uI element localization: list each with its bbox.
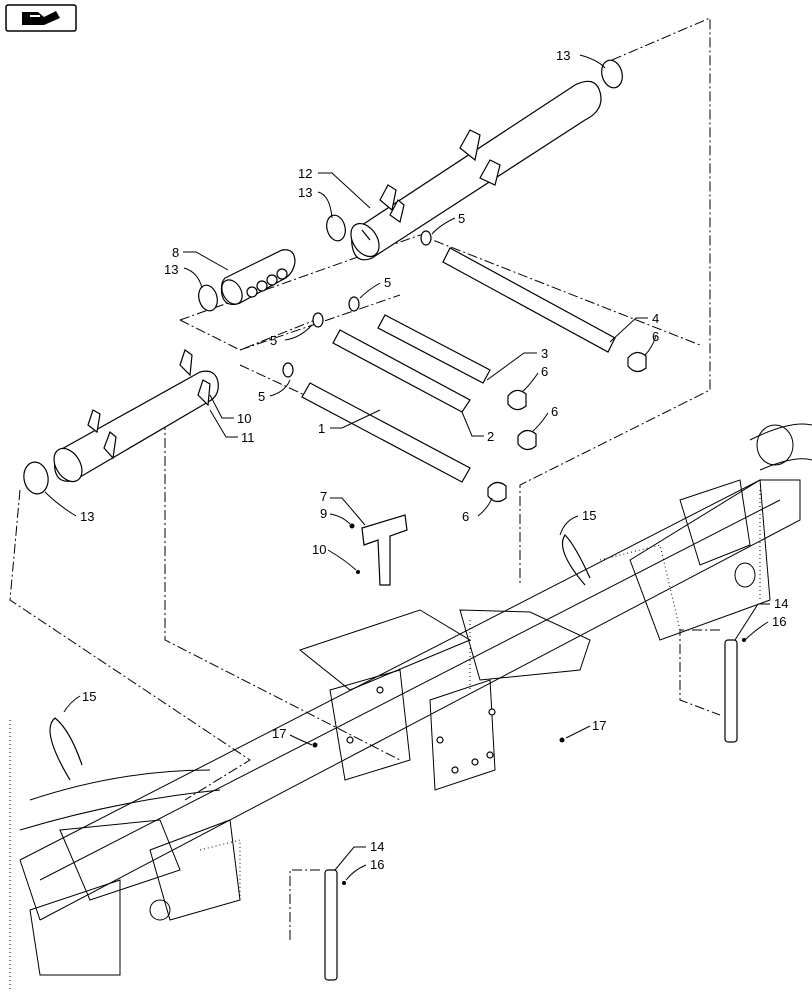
callout-6-b: 6 xyxy=(541,364,548,379)
callout-14-bottom: 14 xyxy=(370,839,384,854)
callout-4: 4 xyxy=(652,311,659,326)
callout-10-top: 10 xyxy=(237,411,251,426)
callout-9: 9 xyxy=(320,506,327,521)
callout-2: 2 xyxy=(487,429,494,444)
callout-14-right: 14 xyxy=(774,596,788,611)
callout-5-c: 5 xyxy=(270,333,277,348)
callout-13-bottom: 13 xyxy=(80,509,94,524)
callout-17-right: 17 xyxy=(592,718,606,733)
callout-11: 11 xyxy=(241,430,255,445)
callout-17-left: 17 xyxy=(272,726,286,741)
callout-8: 8 xyxy=(172,245,179,260)
callout-13-top: 13 xyxy=(556,48,570,63)
callout-3: 3 xyxy=(541,346,548,361)
bracket xyxy=(349,514,408,586)
callout-16-right: 16 xyxy=(772,614,786,629)
bushings xyxy=(282,230,432,378)
page-navigation-icon[interactable] xyxy=(5,4,77,32)
pipe-lower xyxy=(53,349,219,483)
callout-13-left: 13 xyxy=(164,262,178,277)
callout-labels: 13 12 13 8 13 5 5 5 5 4 6 3 6 6 2 1 10 1… xyxy=(80,48,788,872)
callout-10-bottom: 10 xyxy=(312,542,326,557)
callout-13-mid: 13 xyxy=(298,185,312,200)
chassis-frame xyxy=(9,423,812,990)
manifold-pipe xyxy=(220,249,296,305)
clamps xyxy=(23,59,623,495)
caps xyxy=(487,351,647,503)
straps xyxy=(49,534,591,781)
callout-5-d: 5 xyxy=(258,389,265,404)
callout-7: 7 xyxy=(320,489,327,504)
callout-5-a: 5 xyxy=(458,211,465,226)
callout-15-right: 15 xyxy=(582,508,596,523)
hanger-bars xyxy=(324,638,746,981)
pipe-upper xyxy=(350,80,602,261)
callout-16-bottom: 16 xyxy=(370,857,384,872)
callout-5-b: 5 xyxy=(384,275,391,290)
callout-6-a: 6 xyxy=(652,329,659,344)
callout-12: 12 xyxy=(298,166,312,181)
phantom-lines xyxy=(9,17,721,940)
callout-15-left: 15 xyxy=(82,689,96,704)
leader-lines xyxy=(44,54,770,881)
callout-6-c: 6 xyxy=(551,404,558,419)
callout-1: 1 xyxy=(318,421,325,436)
callout-6-d: 6 xyxy=(462,509,469,524)
rods xyxy=(301,247,616,483)
